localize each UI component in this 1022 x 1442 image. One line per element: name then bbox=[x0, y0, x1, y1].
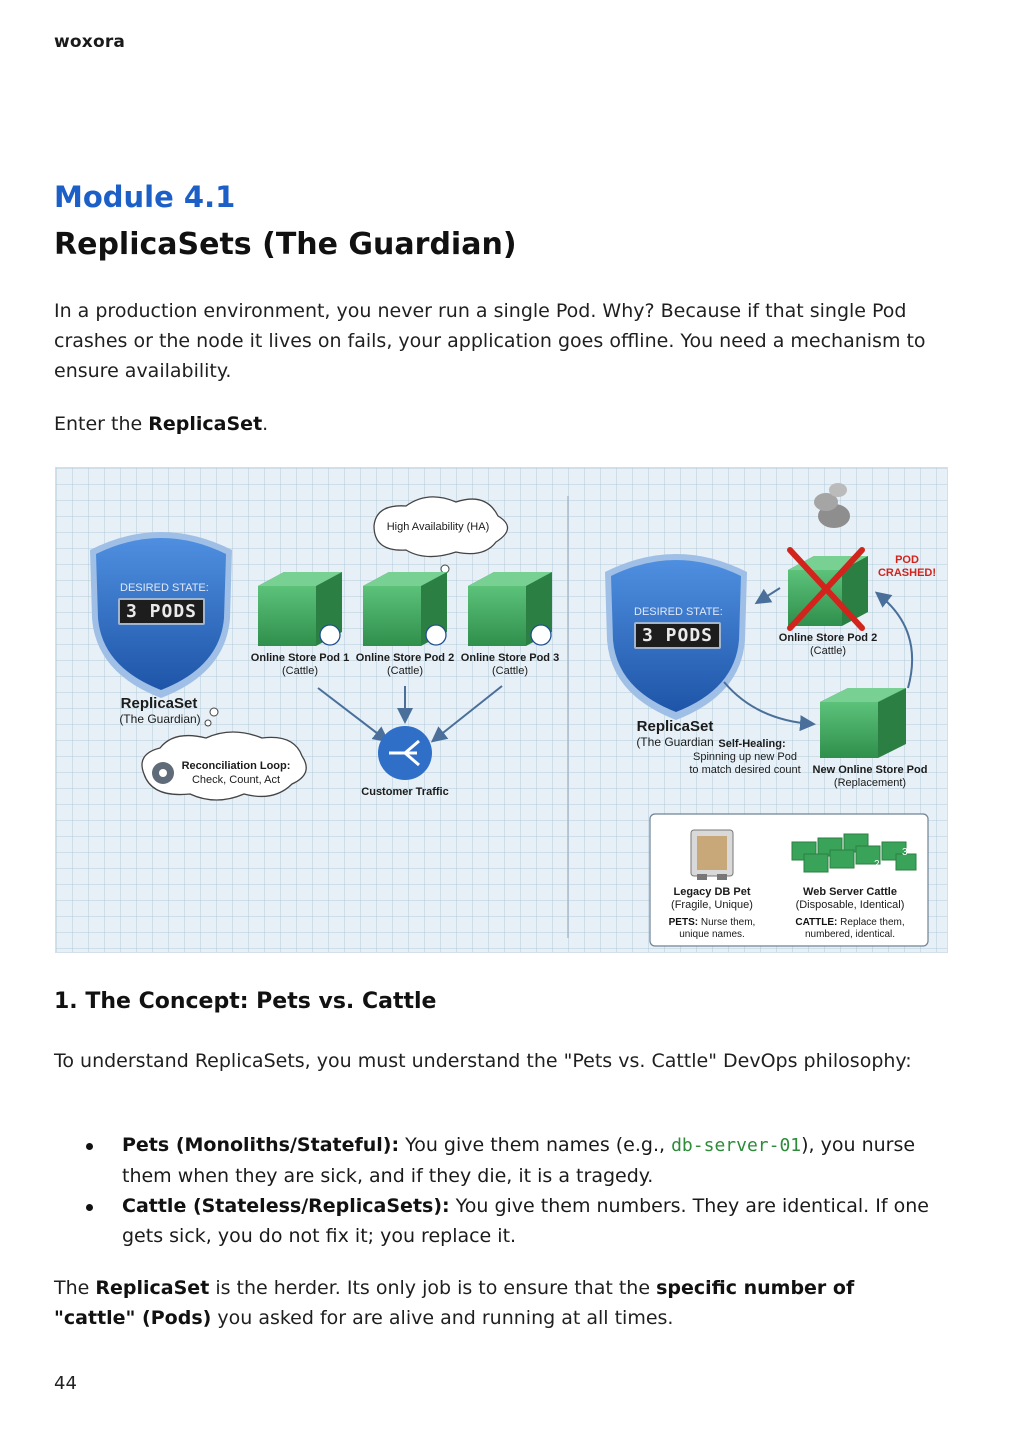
pod-1-label: Online Store Pod 1 bbox=[250, 652, 350, 664]
section-heading: 1. The Concept: Pets vs. Cattle bbox=[54, 989, 437, 1014]
replicaset-diagram: 2 3 DESIRED STATE: 3 PODS ReplicaSet (Th… bbox=[55, 467, 948, 953]
list-item-cattle: Cattle (Stateless/ReplicaSets): You give… bbox=[54, 1191, 934, 1251]
brand-name: woxora bbox=[54, 32, 126, 52]
pod-2-label: Online Store Pod 2 bbox=[355, 652, 455, 664]
customer-traffic-icon bbox=[378, 726, 432, 780]
ha-bubble-label: High Availability (HA) bbox=[386, 521, 490, 533]
pets-cattle-list: Pets (Monoliths/Stateful): You give them… bbox=[54, 1130, 934, 1251]
bullet-dot bbox=[86, 1204, 93, 1211]
self-healing-line-1: Spinning up new Pod bbox=[693, 751, 797, 763]
self-healing-line-2: to match desired count bbox=[689, 764, 801, 776]
diagram-graphics: 2 3 bbox=[90, 483, 929, 947]
right-desired-state-value: 3 PODS bbox=[634, 622, 722, 649]
runner-icon bbox=[530, 624, 552, 646]
left-replicaset-title: ReplicaSet bbox=[120, 695, 198, 712]
page-number: 44 bbox=[54, 1373, 77, 1394]
ha-thought-bubble bbox=[373, 496, 509, 585]
runner-icon bbox=[425, 624, 447, 646]
reconciliation-cloud bbox=[141, 707, 307, 801]
cattle-subtitle: (Disposable, Identical) bbox=[795, 899, 905, 911]
reconciliation-loop-title: Reconciliation Loop: bbox=[181, 760, 291, 772]
pod-1-sublabel: (Cattle) bbox=[281, 665, 319, 677]
right-replicaset-subtitle: (The Guardian bbox=[636, 735, 714, 749]
left-desired-state-caption: DESIRED STATE: bbox=[120, 582, 209, 594]
crashed-pod-sublabel: (Cattle) bbox=[809, 645, 847, 657]
right-replicaset-title: ReplicaSet bbox=[636, 718, 714, 735]
pod-1-container-icon bbox=[258, 572, 342, 646]
pod-crashed-label-1: POD bbox=[895, 554, 919, 566]
new-pod-label: New Online Store Pod bbox=[812, 764, 928, 776]
pod-3-label: Online Store Pod 3 bbox=[460, 652, 560, 664]
right-desired-state-caption: DESIRED STATE: bbox=[634, 606, 723, 618]
left-desired-state-value: 3 PODS bbox=[118, 598, 206, 625]
list-item-pets: Pets (Monoliths/Stateful): You give them… bbox=[54, 1130, 934, 1191]
cattle-title: Web Server Cattle bbox=[803, 886, 897, 898]
reconciliation-loop-subtitle: Check, Count, Act bbox=[191, 774, 281, 786]
cattle-herd-icon: 2 3 bbox=[791, 833, 917, 873]
page-title: ReplicaSets (The Guardian) bbox=[54, 227, 517, 262]
database-pet-icon bbox=[690, 829, 734, 880]
intro-replicaset-line: Enter the ReplicaSet. bbox=[54, 413, 269, 435]
herder-paragraph: The ReplicaSet is the herder. Its only j… bbox=[54, 1277, 855, 1329]
module-number: Module 4.1 bbox=[54, 180, 236, 214]
intro-paragraph: In a production environment, you never r… bbox=[54, 300, 926, 382]
pod-3-container-icon bbox=[468, 572, 552, 646]
left-replicaset-subtitle: (The Guardian) bbox=[119, 712, 201, 726]
pod-3-sublabel: (Cattle) bbox=[491, 665, 529, 677]
bullet-dot bbox=[86, 1143, 93, 1150]
pet-description-2: unique names. bbox=[679, 929, 745, 940]
cattle-description-2: numbered, identical. bbox=[804, 929, 896, 940]
new-pod-icon bbox=[820, 688, 906, 758]
concept-paragraph: To understand ReplicaSets, you must unde… bbox=[54, 1050, 912, 1072]
pet-title: Legacy DB Pet bbox=[673, 886, 751, 898]
new-pod-sublabel: (Replacement) bbox=[833, 777, 907, 789]
pet-subtitle: (Fragile, Unique) bbox=[671, 899, 753, 911]
pod-2-sublabel: (Cattle) bbox=[386, 665, 424, 677]
inline-code: db-server-01 bbox=[671, 1135, 802, 1156]
cattle-number-2: 2 bbox=[874, 859, 880, 870]
pet-description: PETS: Nurse them, bbox=[668, 917, 756, 928]
cattle-description: CATTLE: Replace them, bbox=[795, 917, 905, 928]
pod-2-container-icon bbox=[363, 572, 447, 646]
runner-icon bbox=[319, 624, 341, 646]
pod-crashed-label-2: CRASHED! bbox=[877, 567, 937, 579]
cattle-number-3: 3 bbox=[902, 847, 908, 858]
crashed-pod-label: Online Store Pod 2 bbox=[778, 632, 878, 644]
self-healing-title: Self-Healing: bbox=[718, 738, 786, 750]
crash-x-icon bbox=[787, 547, 865, 631]
customer-traffic-label: Customer Traffic bbox=[361, 786, 449, 798]
